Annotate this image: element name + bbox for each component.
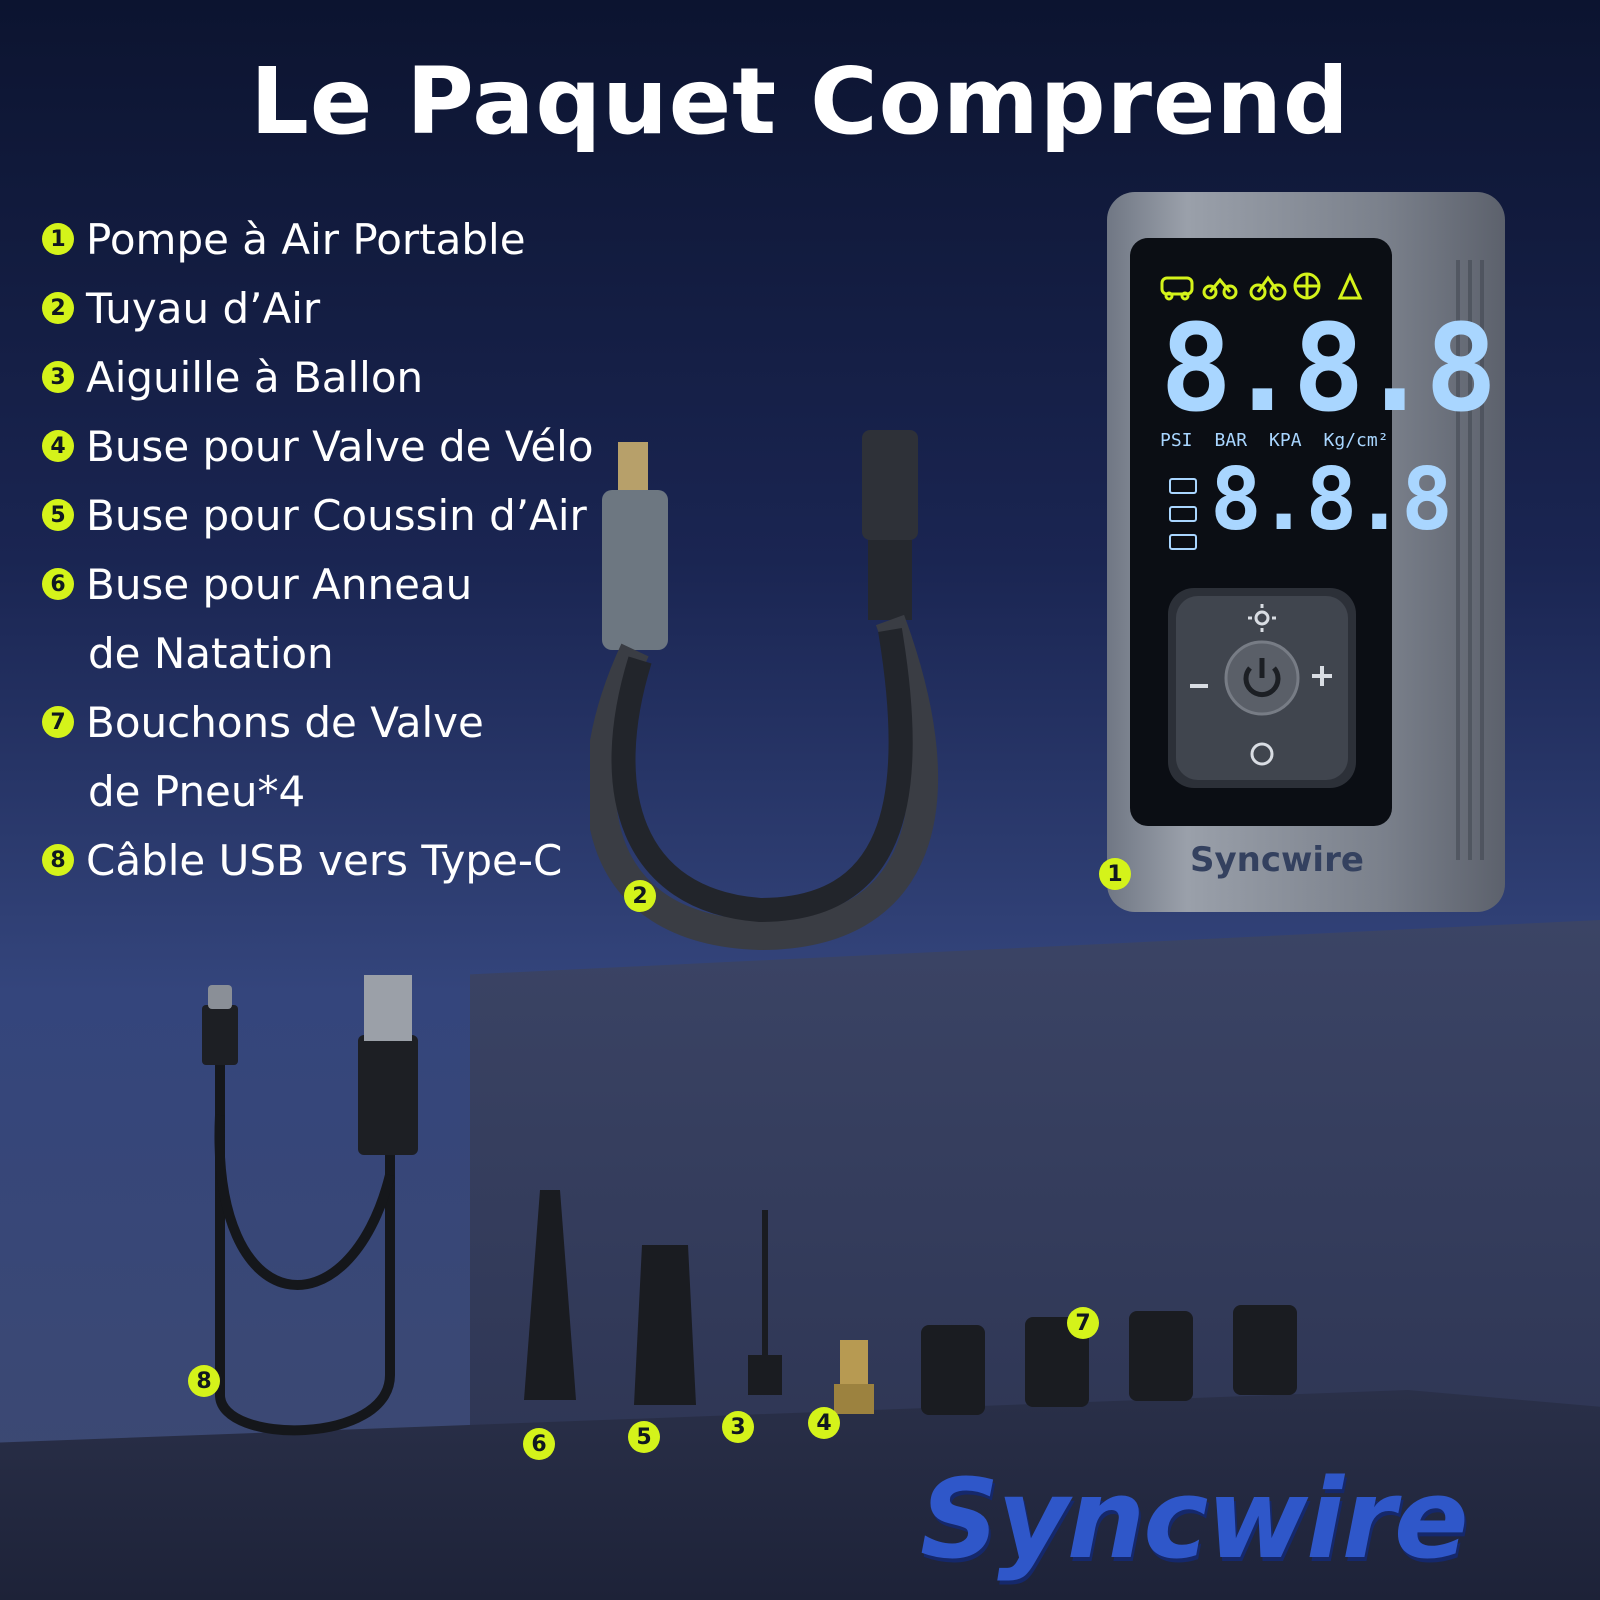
unit-switch-icon (1250, 742, 1274, 766)
callout-ball-needle: 3 (722, 1411, 754, 1443)
battery-level-icon (1169, 478, 1197, 550)
pump-brand-logo: Syncwire (1190, 840, 1364, 880)
bicycle-mode-icon (1249, 275, 1287, 301)
callout-pump: 1 (1099, 858, 1131, 890)
item-label: Buse pour Valve de Vélo (86, 422, 594, 471)
pressure-readout-large: 8.8.8 (1160, 300, 1497, 439)
motorcycle-mode-icon (1202, 277, 1238, 300)
callout-valve-caps: 7 (1067, 1307, 1099, 1339)
car-mode-icon (1160, 276, 1194, 301)
usb-cable-image (202, 975, 418, 1436)
item-number-badge: 4 (42, 430, 74, 462)
bike-valve-nozzle-image (834, 1340, 874, 1414)
item-number-badge: 5 (42, 499, 74, 531)
item-number-badge: 3 (42, 361, 74, 393)
list-item: 8 Câble USB vers Type-C (42, 826, 642, 895)
callout-ring-nozzle: 6 (523, 1428, 555, 1460)
list-item: 4 Buse pour Valve de Vélo (42, 412, 642, 481)
item-label: Câble USB vers Type-C (86, 836, 563, 885)
item-number-badge: 8 (42, 844, 74, 876)
callout-cable: 8 (188, 1365, 220, 1397)
mode-icons-row (1160, 272, 1363, 301)
item-label: Pompe à Air Portable (86, 215, 526, 264)
valve-caps-image (921, 1305, 1297, 1415)
list-item-continuation: de Pneu*4 (42, 757, 642, 826)
page-title: Le Paquet Comprend (250, 48, 1350, 155)
ball-needle-image (748, 1210, 782, 1395)
list-item: 6 Buse pour Anneau (42, 550, 642, 619)
list-item: 1 Pompe à Air Portable (42, 205, 642, 274)
callout-cushion-nozzle: 5 (628, 1421, 660, 1453)
control-pad (1168, 588, 1356, 788)
item-label: de Natation (88, 629, 334, 678)
light-icon (1248, 604, 1276, 632)
unit-bar: BAR (1214, 430, 1248, 451)
brand-logo: Syncwire (920, 1455, 1469, 1583)
air-hose-image (590, 430, 939, 951)
list-item: 7 Bouchons de Valve (42, 688, 642, 757)
pressure-readout-small: 8.8.8 (1210, 450, 1453, 550)
item-label: Aiguille à Ballon (86, 353, 424, 402)
unit-labels: PSI BAR KPA Kg/cm² (1160, 430, 1389, 451)
pump-vent-grille (1456, 260, 1484, 860)
item-number-badge: 6 (42, 568, 74, 600)
callout-hose: 2 (624, 880, 656, 912)
unit-kgcm2: Kg/cm² (1323, 430, 1389, 451)
plus-icon (1312, 666, 1332, 686)
list-item-continuation: de Natation (42, 619, 642, 688)
ball-mode-icon (1293, 272, 1321, 300)
callout-bike-valve-nozzle: 4 (808, 1407, 840, 1439)
unit-kpa: KPA (1269, 430, 1302, 451)
item-label: Buse pour Anneau (86, 560, 473, 609)
list-item: 2 Tuyau d’Air (42, 274, 642, 343)
custom-mode-icon (1337, 272, 1363, 300)
ring-nozzle-image (524, 1190, 576, 1400)
cushion-nozzle-image (634, 1245, 696, 1405)
item-number-badge: 7 (42, 706, 74, 738)
item-number-badge: 1 (42, 223, 74, 255)
item-label: Tuyau d’Air (86, 284, 321, 333)
power-icon (1243, 658, 1281, 698)
contents-list: 1 Pompe à Air Portable 2 Tuyau d’Air 3 A… (42, 205, 642, 895)
item-number-badge: 2 (42, 292, 74, 324)
list-item: 3 Aiguille à Ballon (42, 343, 642, 412)
list-item: 5 Buse pour Coussin d’Air (42, 481, 642, 550)
item-label: Bouchons de Valve (86, 698, 484, 747)
item-label: Buse pour Coussin d’Air (86, 491, 587, 540)
unit-psi: PSI (1160, 430, 1193, 451)
item-label: de Pneu*4 (88, 767, 306, 816)
